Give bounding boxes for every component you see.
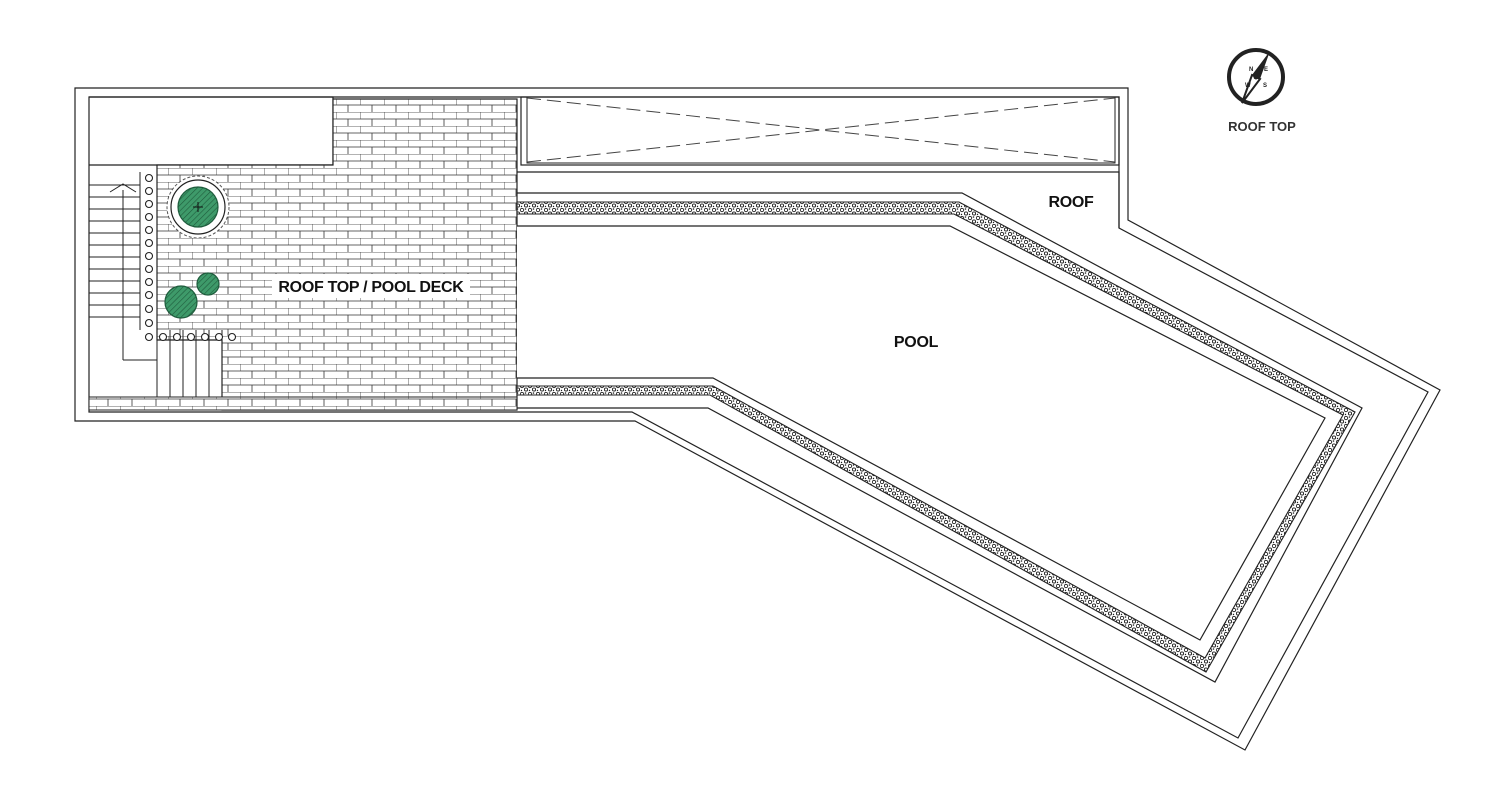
- compass-icon: N E S W: [1227, 48, 1285, 106]
- compass-w-letter: W: [1245, 83, 1251, 89]
- compass-s-letter: S: [1263, 83, 1267, 89]
- stair-landing-room: [89, 96, 334, 166]
- roof-area: [517, 171, 1363, 683]
- stair-arrow-icon: [109, 183, 157, 361]
- compass-n-letter: N: [1249, 67, 1253, 73]
- skylight-panel: [520, 96, 1120, 166]
- pool-basin: [517, 225, 1326, 641]
- roof-label: ROOF: [1048, 194, 1094, 211]
- pool-label: POOL: [894, 334, 939, 351]
- compass-title: ROOF TOP: [1228, 119, 1296, 134]
- shrub-icon: [164, 272, 220, 319]
- deck-label: ROOF TOP / POOL DECK: [278, 279, 464, 296]
- railing-posts: [144, 173, 237, 342]
- deck-label-backing: [272, 274, 470, 298]
- pool-deck: [88, 98, 518, 411]
- staircase: [89, 172, 223, 398]
- pool-coping: [516, 201, 1356, 673]
- tree-icon: [166, 175, 230, 239]
- compass-e-letter: E: [1264, 67, 1268, 73]
